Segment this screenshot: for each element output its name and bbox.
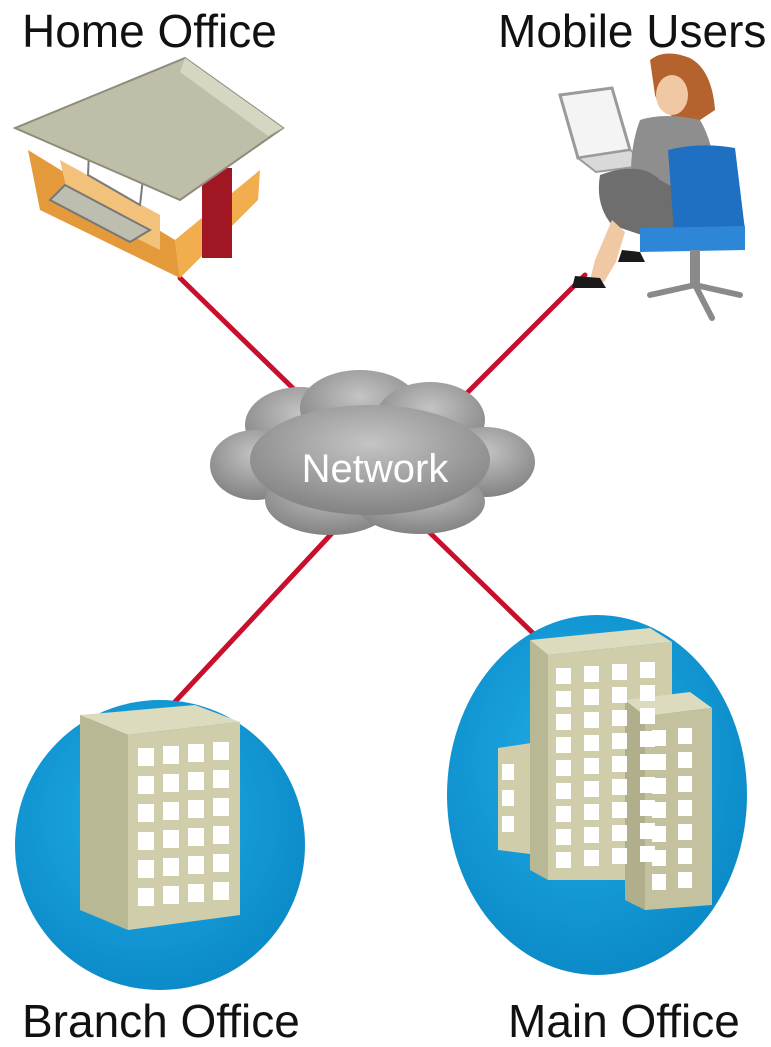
window: [612, 779, 627, 795]
window: [556, 760, 571, 776]
window: [640, 777, 655, 793]
window: [678, 848, 692, 864]
window: [502, 816, 514, 832]
window: [652, 826, 666, 842]
window: [640, 754, 655, 770]
window: [188, 772, 204, 790]
window: [502, 790, 514, 806]
window: [213, 854, 229, 872]
window: [188, 828, 204, 846]
link-network-main: [422, 525, 543, 643]
window: [213, 742, 229, 760]
window: [556, 806, 571, 822]
window: [652, 874, 666, 890]
window: [678, 776, 692, 792]
window: [188, 800, 204, 818]
window: [640, 823, 655, 839]
window: [652, 778, 666, 794]
window: [612, 756, 627, 772]
window: [163, 858, 179, 876]
window: [556, 852, 571, 868]
cloud-icon: Network: [210, 370, 535, 535]
window: [652, 850, 666, 866]
window: [188, 744, 204, 762]
link-home-network: [177, 275, 308, 403]
window: [556, 829, 571, 845]
window: [652, 802, 666, 818]
window: [640, 731, 655, 747]
window: [678, 824, 692, 840]
window: [163, 746, 179, 764]
branch-office-label: Branch Office: [22, 995, 300, 1047]
window: [640, 846, 655, 862]
window: [640, 685, 655, 701]
branch-office-group: [15, 700, 305, 990]
window: [163, 886, 179, 904]
main-building-icon: [498, 628, 712, 910]
window: [678, 728, 692, 744]
window: [584, 781, 599, 797]
window: [584, 666, 599, 682]
window: [584, 804, 599, 820]
window: [188, 856, 204, 874]
window: [213, 798, 229, 816]
window: [163, 830, 179, 848]
window: [556, 691, 571, 707]
window: [584, 735, 599, 751]
window: [678, 752, 692, 768]
network-label: Network: [302, 447, 450, 491]
window: [678, 800, 692, 816]
window: [584, 712, 599, 728]
window: [584, 758, 599, 774]
window: [612, 848, 627, 864]
window: [138, 888, 154, 906]
window: [612, 733, 627, 749]
window: [138, 748, 154, 766]
main-office-label: Main Office: [508, 995, 740, 1047]
window: [213, 882, 229, 900]
window: [163, 774, 179, 792]
window: [188, 884, 204, 902]
window: [138, 804, 154, 822]
house-icon: [12, 56, 285, 278]
window: [612, 802, 627, 818]
window: [556, 668, 571, 684]
window: [612, 825, 627, 841]
home-office-label: Home Office: [22, 5, 277, 57]
link-network-branch: [169, 527, 338, 708]
window: [138, 776, 154, 794]
window: [652, 730, 666, 746]
link-mobile-network: [452, 272, 588, 408]
window: [612, 664, 627, 680]
window: [652, 754, 666, 770]
window: [640, 800, 655, 816]
window: [213, 770, 229, 788]
mobile-user-icon: [558, 53, 745, 321]
window: [612, 687, 627, 703]
window: [678, 872, 692, 888]
window: [612, 710, 627, 726]
window: [556, 783, 571, 799]
window: [556, 737, 571, 753]
window: [556, 714, 571, 730]
window: [213, 826, 229, 844]
window: [163, 802, 179, 820]
window: [584, 689, 599, 705]
window: [640, 662, 655, 678]
window: [138, 860, 154, 878]
mobile-users-label: Mobile Users: [498, 5, 767, 57]
window: [502, 764, 514, 780]
main-office-group: [447, 615, 747, 975]
branch-building-icon: [80, 705, 240, 930]
connection-links: [169, 272, 588, 708]
window: [640, 708, 655, 724]
window: [138, 832, 154, 850]
window: [584, 827, 599, 843]
window: [584, 850, 599, 866]
